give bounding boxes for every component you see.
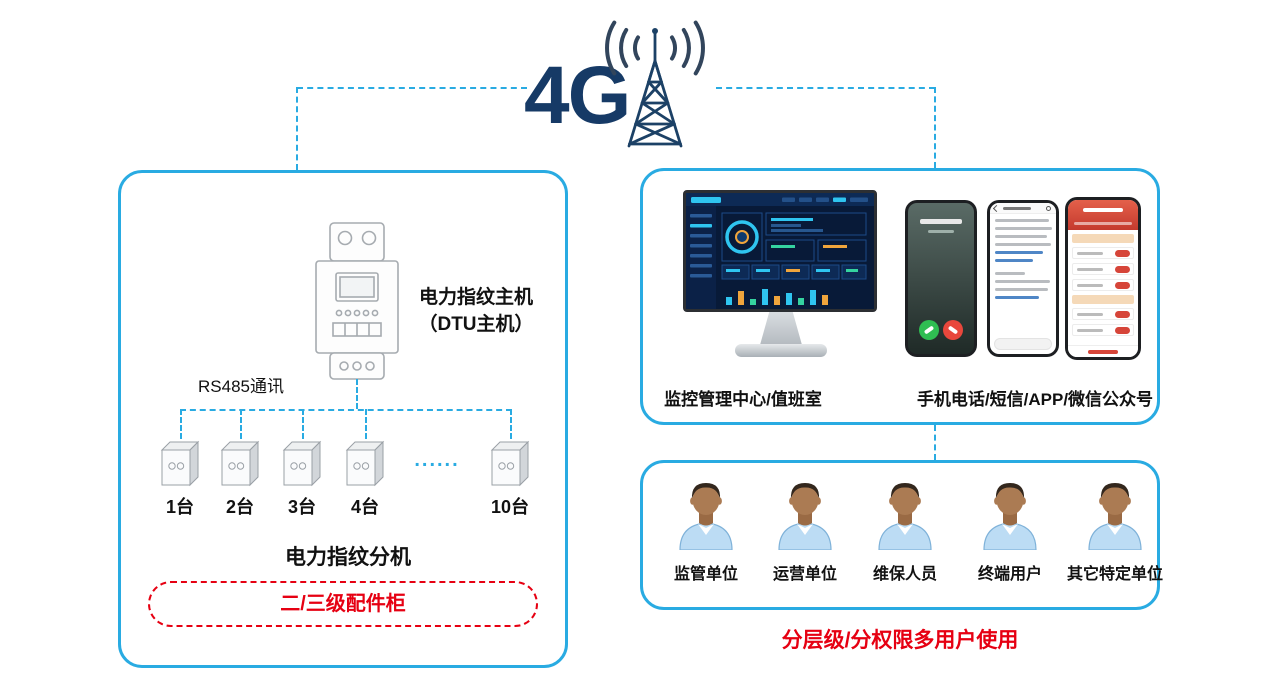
app-footer: [1068, 345, 1138, 357]
bus-drop-3: [302, 409, 304, 439]
app-list-row: [1072, 263, 1134, 275]
connector-right-vertical: [934, 87, 936, 168]
distribution-box-icon: [160, 440, 200, 487]
distribution-box-icon: [345, 440, 385, 487]
dtu-panel: 电力指纹主机 （DTU主机） RS485通讯: [118, 170, 568, 668]
bus-drop-10: [510, 409, 512, 439]
host-sub: （DTU主机）: [418, 313, 534, 335]
app-list-row: [1072, 308, 1134, 320]
phone-call-icon: [905, 200, 977, 357]
app-header: [1068, 200, 1138, 230]
host-label: 电力指纹主机 （DTU主机）: [405, 285, 547, 338]
signal-waves-icon: [605, 20, 705, 76]
app-list-row: [1072, 279, 1134, 291]
unit-label-1: 1台: [165, 497, 194, 517]
dtu-device-icon: [315, 222, 399, 380]
bus-drop-1: [180, 409, 182, 439]
user-avatar-icon: [679, 483, 733, 550]
app-list-row: [1072, 324, 1134, 336]
phones-caption: 手机电话/短信/APP/微信公众号: [916, 390, 1154, 409]
monitor-stand: [760, 312, 802, 345]
bus-drop-2: [240, 409, 242, 439]
phone-app-icon: [1065, 197, 1141, 360]
phone-sms-icon: [987, 200, 1059, 357]
unit-label-2: 2台: [225, 497, 254, 517]
monitor-dashboard-icon: [686, 193, 874, 309]
cabinet-highlight-box: 二/三级配件柜: [148, 581, 538, 627]
unit-label-3: 3台: [287, 497, 316, 517]
bus-horizontal: [180, 409, 512, 411]
decline-call-icon: [943, 320, 963, 340]
app-list-row: [1072, 247, 1134, 259]
units-ellipsis: ......: [414, 449, 460, 471]
unit-label-4: 4台: [350, 497, 379, 517]
sms-input-bar: [994, 338, 1052, 350]
distribution-box-icon: [282, 440, 322, 487]
user-label-regulator: 监管单位: [673, 566, 738, 583]
user-avatar-icon: [778, 483, 832, 550]
host-name: 电力指纹主机: [418, 287, 533, 308]
cell-tower-icon: [605, 20, 705, 148]
user-label-enduser: 终端用户: [977, 566, 1042, 583]
monitor-base: [735, 344, 827, 357]
distribution-box-icon: [220, 440, 260, 487]
user-avatar-icon: [878, 483, 932, 550]
users-caption: 分层级/分权限多用户使用: [781, 629, 1019, 652]
connector-right-horizontal: [716, 87, 935, 89]
user-label-other: 其它特定单位: [1066, 566, 1163, 583]
call-icon: [1046, 206, 1051, 211]
app-section-banner: [1072, 234, 1134, 243]
user-avatar-icon: [1088, 483, 1142, 550]
call-status-line: [928, 230, 954, 233]
connector-left-horizontal: [297, 87, 527, 89]
bus-drop-4: [365, 409, 367, 439]
rs485-bus-label: RS485通讯: [198, 377, 284, 396]
answer-call-icon: [919, 320, 939, 340]
user-label-operator: 运营单位: [772, 566, 837, 583]
monitor-caption: 监控管理中心/值班室: [664, 390, 822, 409]
branch-units-title: 电力指纹分机: [285, 546, 411, 569]
connector-left-vertical: [296, 87, 298, 170]
users-panel: 监管单位 运营单位 维保人员 终端用户 其它特定单位: [640, 460, 1163, 610]
bus-drop-host: [356, 379, 358, 409]
back-chevron-icon: [992, 204, 1001, 213]
monitoring-panel: 监控管理中心/值班室: [640, 168, 1160, 425]
sms-sender-line: [1003, 207, 1031, 210]
monitor-icon: [683, 190, 877, 312]
distribution-box-icon: [490, 440, 530, 487]
connector-panels-vertical: [934, 425, 936, 460]
user-avatar-icon: [983, 483, 1037, 550]
app-section-banner: [1072, 295, 1134, 304]
caller-id-line: [920, 219, 962, 224]
sms-header: [990, 203, 1056, 214]
user-label-maintenance: 维保人员: [872, 566, 937, 583]
unit-label-10: 10台: [490, 497, 530, 517]
app-title-line: [1083, 208, 1123, 212]
